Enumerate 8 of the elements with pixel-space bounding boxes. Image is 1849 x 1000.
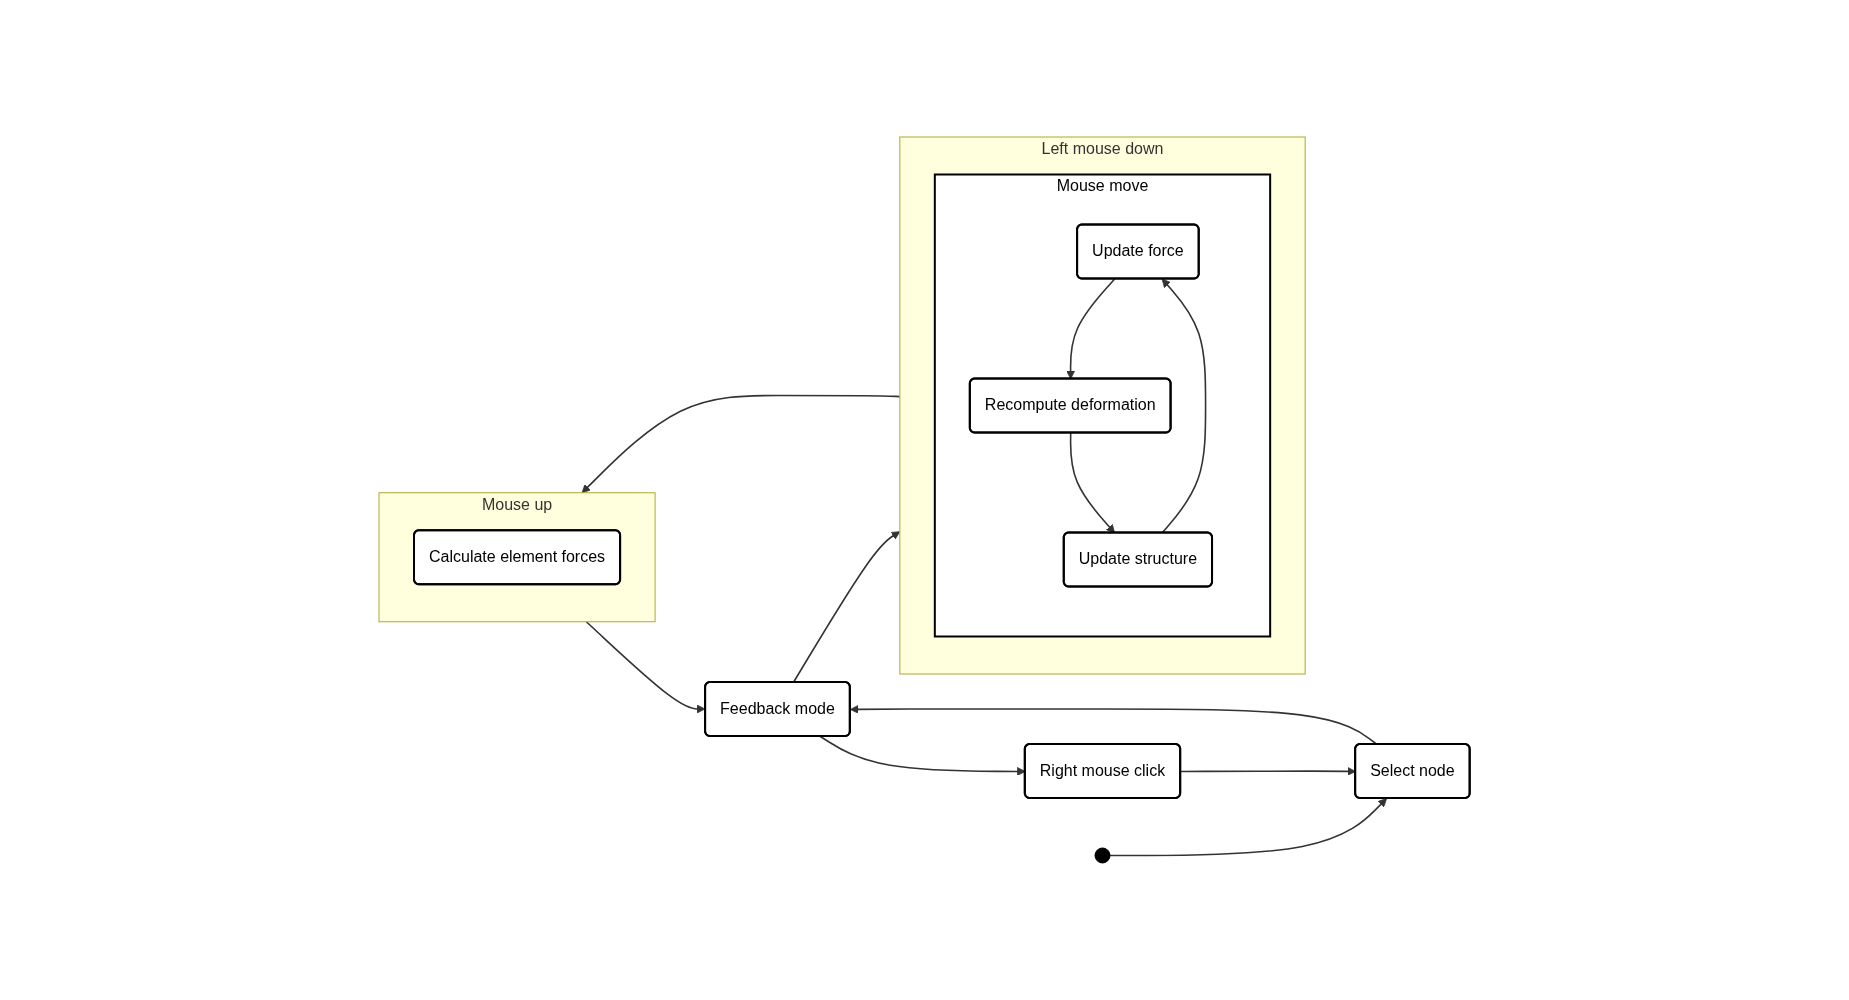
node-circle <box>1094 847 1111 864</box>
arrow <box>1069 432 1116 534</box>
arrow <box>1161 278 1207 534</box>
arrow <box>1066 278 1116 380</box>
arrow <box>585 620 706 714</box>
arrow <box>581 394 901 494</box>
arrow <box>793 531 901 683</box>
arrow <box>1109 798 1388 857</box>
